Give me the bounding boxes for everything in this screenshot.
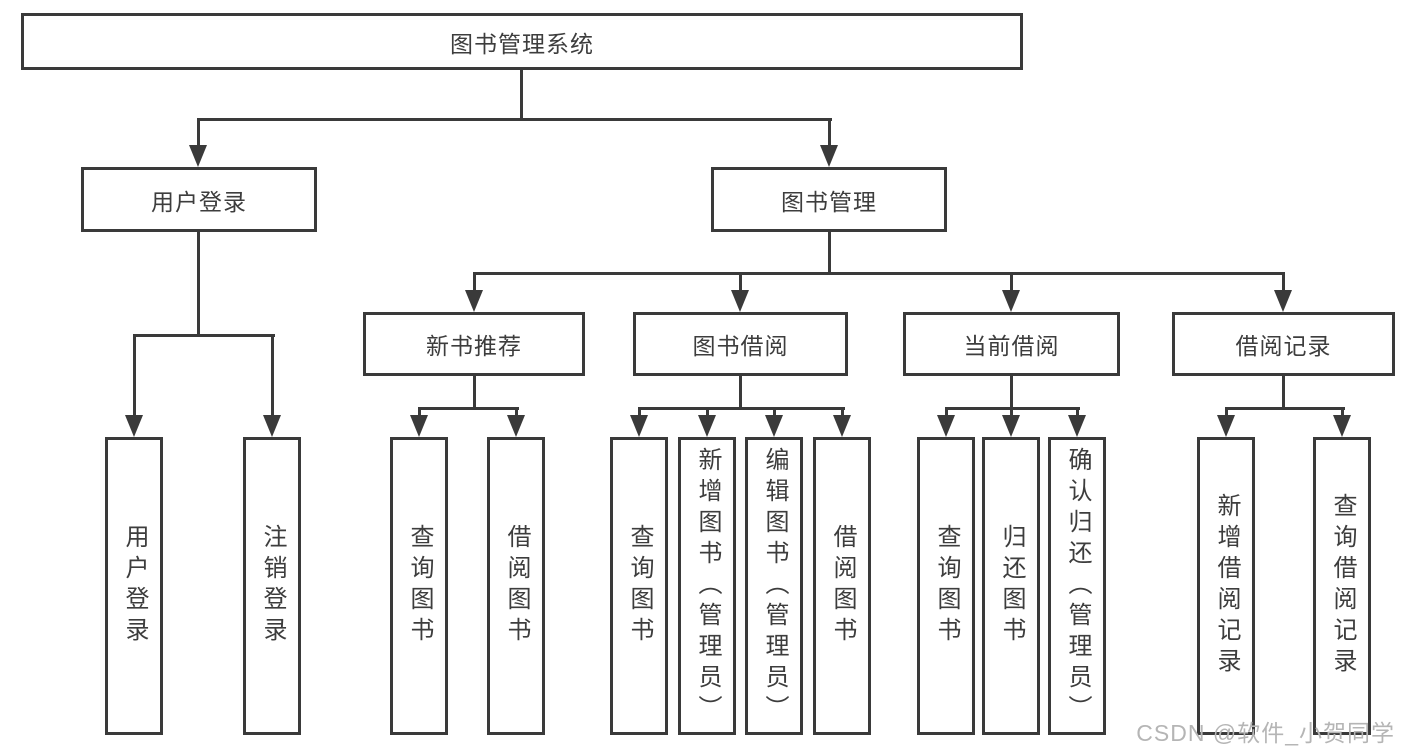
leaf-bb-query-books: 查询图书	[610, 437, 668, 735]
edge-root-rail	[197, 118, 832, 121]
arrowhead-bb-borrow	[833, 415, 851, 437]
arrowhead-leaf-logout	[263, 415, 281, 437]
leaf-cb-confirm-return-admin: 确认归还（管理员）	[1048, 437, 1106, 735]
leaf-br-add-record: 新增借阅记录	[1197, 437, 1255, 735]
arrowhead-nb-borrow	[507, 415, 525, 437]
arrowhead-cb-query	[937, 415, 955, 437]
arrowhead-cb-confirm	[1068, 415, 1086, 437]
edge-to-nb-query	[418, 407, 421, 419]
arrowhead-br-add	[1217, 415, 1235, 437]
edge-to-leaf-logout	[271, 334, 274, 417]
leaf-label: 查询图书	[933, 524, 960, 648]
edge-current-borrow-stem	[1010, 374, 1013, 409]
node-book-borrowing: 图书借阅	[633, 312, 848, 376]
edge-to-br-add	[1225, 407, 1228, 419]
edge-to-cb-confirm	[1076, 407, 1079, 419]
edge-to-bb-query	[638, 407, 641, 419]
leaf-label: 新增借阅记录	[1213, 493, 1240, 679]
leaf-label: 借阅图书	[503, 524, 530, 648]
edge-to-bb-add	[706, 407, 709, 419]
edge-book-borrow-rail	[638, 407, 845, 410]
leaf-nb-borrow-books: 借阅图书	[487, 437, 545, 735]
leaf-bb-borrow-books: 借阅图书	[813, 437, 871, 735]
edge-to-borrow-records	[1282, 272, 1285, 292]
leaf-label: 归还图书	[998, 524, 1025, 648]
node-label: 图书借阅	[692, 333, 789, 359]
arrowhead-bb-query	[630, 415, 648, 437]
edge-to-cb-query	[945, 407, 948, 419]
arrowhead-book-borrow	[731, 290, 749, 312]
node-label: 图书管理	[781, 188, 877, 215]
node-label: 借阅记录	[1235, 333, 1332, 359]
edge-new-books-stem	[473, 374, 476, 409]
arrowhead-br-query	[1333, 415, 1351, 437]
edge-user-login-stem	[197, 232, 200, 336]
edge-book-mgmt-rail	[473, 272, 1284, 275]
edge-borrow-records-rail	[1225, 407, 1345, 410]
leaf-label: 编辑图书（管理员）	[761, 446, 788, 726]
arrowhead-borrow-records	[1274, 290, 1292, 312]
edge-root-to-user-login	[197, 118, 200, 148]
arrowhead-cb-return	[1002, 415, 1020, 437]
arrowhead-user-login	[189, 145, 207, 167]
leaf-cb-return-books: 归还图书	[982, 437, 1040, 735]
arrowhead-bb-add	[698, 415, 716, 437]
leaf-user-login: 用户登录	[105, 437, 163, 735]
leaf-label: 新增图书（管理员）	[694, 446, 721, 726]
edge-to-new-books	[473, 272, 476, 292]
edge-new-books-rail	[418, 407, 519, 410]
leaf-label: 注销登录	[259, 524, 286, 648]
leaf-label: 确认归还（管理员）	[1064, 446, 1091, 726]
edge-to-br-query	[1341, 407, 1344, 419]
edge-to-book-borrow	[739, 272, 742, 292]
leaf-cb-query-books: 查询图书	[917, 437, 975, 735]
edge-root-stem	[520, 68, 523, 120]
arrowhead-new-books	[465, 290, 483, 312]
edge-book-borrow-stem	[739, 374, 742, 409]
node-label: 当前借阅	[963, 333, 1060, 359]
edge-to-nb-borrow	[515, 407, 518, 419]
node-user-login: 用户登录	[81, 167, 317, 232]
arrowhead-current-borrow	[1002, 290, 1020, 312]
node-borrowing-records: 借阅记录	[1172, 312, 1395, 376]
edge-root-to-book-mgmt	[828, 118, 831, 148]
leaf-label: 查询借阅记录	[1329, 493, 1356, 679]
arrowhead-leaf-user-login	[125, 415, 143, 437]
leaf-br-query-record: 查询借阅记录	[1313, 437, 1371, 735]
leaf-label: 查询图书	[626, 524, 653, 648]
edge-to-cb-return	[1010, 407, 1013, 419]
node-label: 新书推荐	[426, 333, 522, 359]
csdn-watermark: CSDN @软件_小贺同学	[1136, 720, 1395, 746]
leaf-nb-query-books: 查询图书	[390, 437, 448, 735]
leaf-label: 借阅图书	[829, 524, 856, 648]
node-book-management: 图书管理	[711, 167, 947, 232]
edge-to-leaf-user-login	[133, 334, 136, 417]
arrowhead-bb-edit	[765, 415, 783, 437]
node-new-book-recommend: 新书推荐	[363, 312, 585, 376]
edge-borrow-records-stem	[1282, 374, 1285, 409]
node-current-borrowing: 当前借阅	[903, 312, 1120, 376]
arrowhead-book-mgmt	[820, 145, 838, 167]
edge-book-mgmt-stem	[828, 232, 831, 274]
leaf-label: 用户登录	[121, 524, 148, 648]
edge-to-bb-borrow	[841, 407, 844, 419]
leaf-label: 查询图书	[406, 524, 433, 648]
leaf-bb-add-books-admin: 新增图书（管理员）	[678, 437, 736, 735]
edge-to-current-borrow	[1010, 272, 1013, 292]
node-library-management-system: 图书管理系统	[21, 13, 1023, 70]
node-label: 图书管理系统	[450, 30, 594, 57]
leaf-bb-edit-books-admin: 编辑图书（管理员）	[745, 437, 803, 735]
edge-user-login-rail	[133, 334, 275, 337]
edge-to-bb-edit	[773, 407, 776, 419]
leaf-logout: 注销登录	[243, 437, 301, 735]
arrowhead-nb-query	[410, 415, 428, 437]
node-label: 用户登录	[151, 188, 247, 215]
